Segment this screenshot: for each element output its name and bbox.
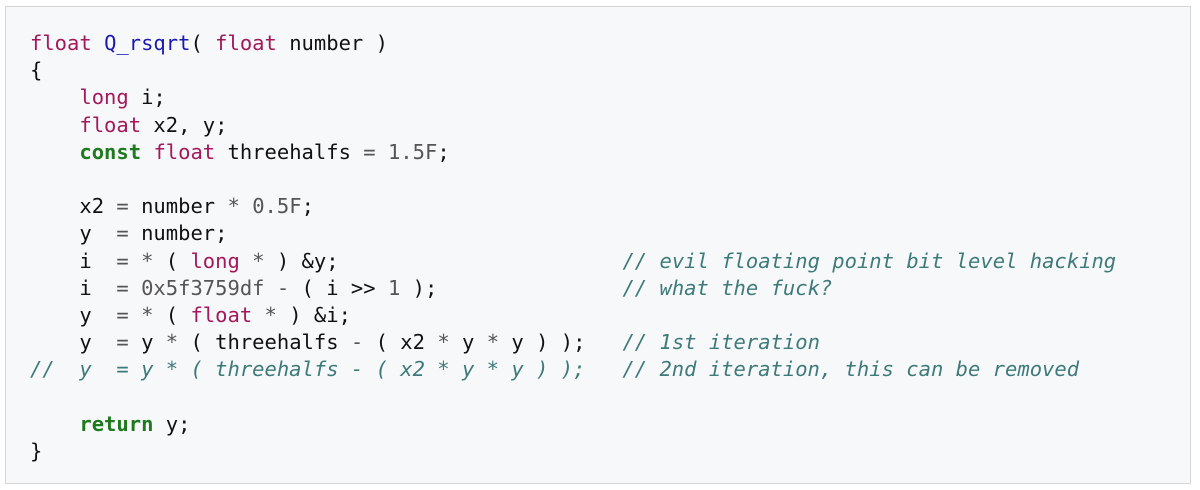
code-line: x2 = number * 0.5F; [30,193,1116,220]
operator-token: * [486,330,500,355]
code-text-token: ) &i; [276,302,351,327]
code-text-token: i; [128,85,166,110]
code-panel: float Q_rsqrt( float number ){ long i; f… [5,6,1191,484]
keyword-token: const [79,139,142,164]
code-text-token: ) &y; [264,248,623,273]
code-text-token [252,303,264,327]
operator-token: = [116,302,129,327]
code-text-token: x2 [30,194,117,219]
code-text-token: ( x2 [363,330,438,355]
code-text-token [376,140,388,164]
code-text-token: ( [153,302,191,327]
keyword-token: float [153,139,216,164]
code-text-token: ( threehalfs [178,330,351,355]
code-line: } [30,438,1116,465]
operator-token: * [252,248,265,273]
number-token: 0.5F [252,194,302,219]
code-text-token: y [30,302,117,327]
keyword-token: float [30,31,92,55]
code-text-token: y; [153,411,191,436]
operator-token: - [276,275,290,300]
code-line: float Q_rsqrt( float number ) [30,30,1116,57]
keyword-token: return [79,411,154,436]
code-text-token: y [30,221,117,246]
code-text-token [129,249,141,273]
operator-token: * [227,194,240,219]
code-text-token: y [30,330,117,355]
code-text-token [30,140,79,164]
code-line: ​ [30,166,1116,193]
code-line: return y; [30,411,1116,438]
code-text-token: { [30,58,43,83]
code-text-token: ( [190,31,216,55]
operator-token: * [165,330,179,355]
code-text-token: i [30,248,117,273]
operator-token: * [437,330,450,355]
keyword-token: float [190,302,253,327]
keyword-token: long [79,85,129,110]
code-text-token: y [128,330,166,355]
code-text-token: y ) ); [499,330,623,355]
operator-token: = [116,248,129,273]
code-text-token [141,140,153,164]
code-text-token [129,276,141,300]
number-token: 1 [387,275,401,300]
number-token: 1.5F [387,139,438,164]
code-line: // y = y * ( threehalfs - ( x2 * y * y )… [30,356,1116,383]
code-text-token: } [30,438,43,463]
keyword-token: float [215,31,277,55]
code-block: float Q_rsqrt( float number ){ long i; f… [30,30,1116,465]
comment-token: // 1st iteration [622,330,820,355]
code-text-token: ; [301,194,314,219]
code-text-token: number; [128,221,228,246]
code-text-token: ( [153,248,191,273]
operator-token: * [264,302,277,327]
operator-token: * [141,302,154,327]
operator-token: = [116,275,129,300]
code-text-token [30,85,79,109]
code-text-token: number ) [276,31,388,55]
code-text-token: ); [400,275,623,300]
operator-token: = [116,194,129,219]
code-text-token [30,113,79,137]
keyword-token: long [190,248,240,273]
code-text-token [240,249,252,273]
function-name-token: Q_rsqrt [104,31,191,55]
code-line: { [30,57,1116,84]
number-token: 0x5f3759df [141,275,265,300]
code-line: y = * ( float * ) &i; [30,302,1116,329]
code-text-token [240,194,252,218]
code-text-token: number [128,194,228,219]
operator-token: - [350,330,364,355]
comment-token: // what the fuck? [622,275,833,300]
code-text-token [92,31,104,55]
code-line: i = 0x5f3759df - ( i >> 1 ); // what the… [30,275,1116,302]
code-text-token [30,412,79,436]
code-line: i = * ( long * ) &y; // evil floating po… [30,248,1116,275]
code-text-token: ( i >> [289,275,388,300]
operator-token: = [116,221,129,246]
code-line: y = y * ( threehalfs - ( x2 * y * y ) );… [30,329,1116,356]
code-text-token: y [449,330,487,355]
code-line: long i; [30,84,1116,111]
code-line: const float threehalfs = 1.5F; [30,139,1116,166]
operator-token: * [141,248,154,273]
code-text-token: threehalfs [215,139,364,164]
code-text-token [265,276,277,300]
code-text-token: i [30,275,117,300]
code-line: float x2, y; [30,112,1116,139]
code-line: y = number; [30,220,1116,247]
comment-token: // y = y * ( threehalfs - ( x2 * y * y )… [30,357,1080,382]
code-text-token: ; [437,139,450,164]
code-line: ​ [30,383,1116,410]
code-text-token: x2, y; [141,112,228,137]
operator-token: = [363,139,376,164]
keyword-token: float [79,112,142,137]
operator-token: = [116,330,129,355]
comment-token: // evil floating point bit level hacking [622,248,1117,273]
code-text-token [129,303,141,327]
